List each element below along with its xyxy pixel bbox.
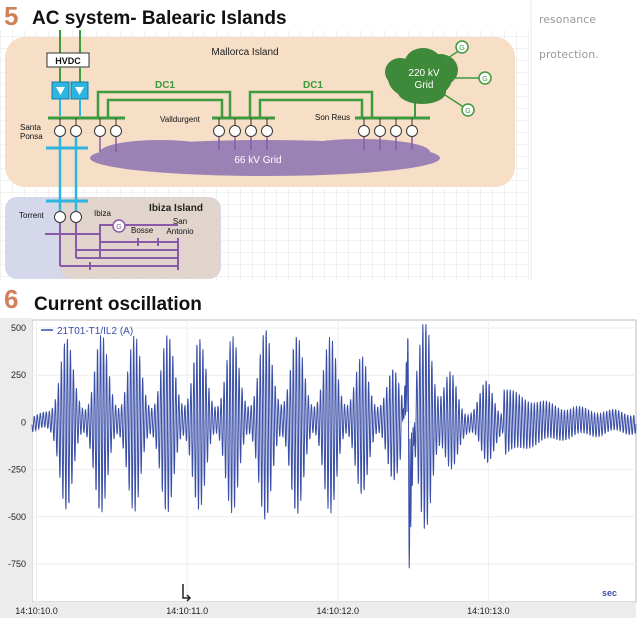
series-line (31, 324, 637, 569)
dc1-left-label: DC1 (155, 80, 175, 91)
section-5-number: 5 (4, 1, 19, 31)
dc1-link-left (96, 90, 232, 118)
santa-ponsa-label-1: Santa (20, 123, 41, 132)
current-oscillation-chart: 500 250 0 -250 -500 -750 14:10:10.0 14:10:11.0… (0, 318, 637, 618)
ibiza-network (45, 223, 179, 270)
generator-icon-3: G (461, 103, 475, 117)
x-tick-label: 14:10:10.0 (15, 606, 58, 616)
torrent-label: Torrent (19, 211, 45, 220)
hvdc-label: HVDC (55, 56, 81, 66)
y-tick-label: -750 (8, 559, 26, 569)
y-tick-label: 0 (21, 417, 26, 427)
grid-220kv-label-1: 220 kV (408, 68, 439, 79)
ibiza-island-label: Ibiza Island (149, 203, 203, 214)
san-antonio-label-1: San (173, 217, 187, 226)
svg-text:G: G (116, 224, 121, 231)
y-tick-label: 250 (11, 370, 26, 380)
san-antonio-label-2: Antonio (166, 227, 194, 236)
balearic-ac-system-diagram: HVDC Mallorca Island 66 kV Grid Santa Po… (0, 0, 532, 280)
x-tick-label: 14:10:13.0 (467, 606, 510, 616)
transformers (54, 125, 418, 137)
section-6-number: 6 (4, 284, 19, 314)
legend-series-label: 21T01-T1/IL2 (A) (57, 326, 133, 337)
dc1-link-right (248, 90, 374, 118)
y-tick-label: 500 (11, 323, 26, 333)
mallorca-island-label: Mallorca Island (211, 47, 278, 58)
ibiza-label: Ibiza (94, 209, 111, 218)
dc1-right-label: DC1 (303, 80, 323, 91)
section-6-title: Current oscillation (34, 294, 202, 315)
hvdc-box (46, 52, 90, 68)
side-note-protection: protection. (539, 48, 599, 61)
y-tick-label: -250 (8, 465, 26, 475)
svg-text:G: G (482, 76, 487, 83)
x-axis-unit-label: sec (602, 588, 617, 598)
generator-icon-ibiza: G (112, 219, 126, 233)
side-note-resonance: resonance (539, 13, 597, 26)
bosse-label: Bosse (131, 226, 154, 235)
x-tick-label: 14:10:12.0 (316, 606, 359, 616)
grid-66kv-label: 66 kV Grid (234, 155, 281, 166)
y-tick-label: -500 (8, 512, 26, 522)
generator-icon-1: G (455, 40, 469, 54)
section-5-title: AC system- Balearic Islands (32, 8, 287, 29)
x-tick-label: 14:10:11.0 (166, 606, 208, 616)
valldurgent-label: Valldurgent (160, 115, 201, 124)
generator-icon-2: G (478, 71, 492, 85)
son-reus-label: Son Reus (315, 113, 350, 122)
cursor-arrow-icon (182, 584, 192, 602)
santa-ponsa-label-2: Ponsa (20, 132, 43, 141)
svg-text:G: G (465, 108, 470, 115)
grid-220kv-cloud (385, 48, 458, 104)
svg-text:G: G (459, 45, 464, 52)
grid-220kv-label-2: Grid (415, 80, 434, 91)
